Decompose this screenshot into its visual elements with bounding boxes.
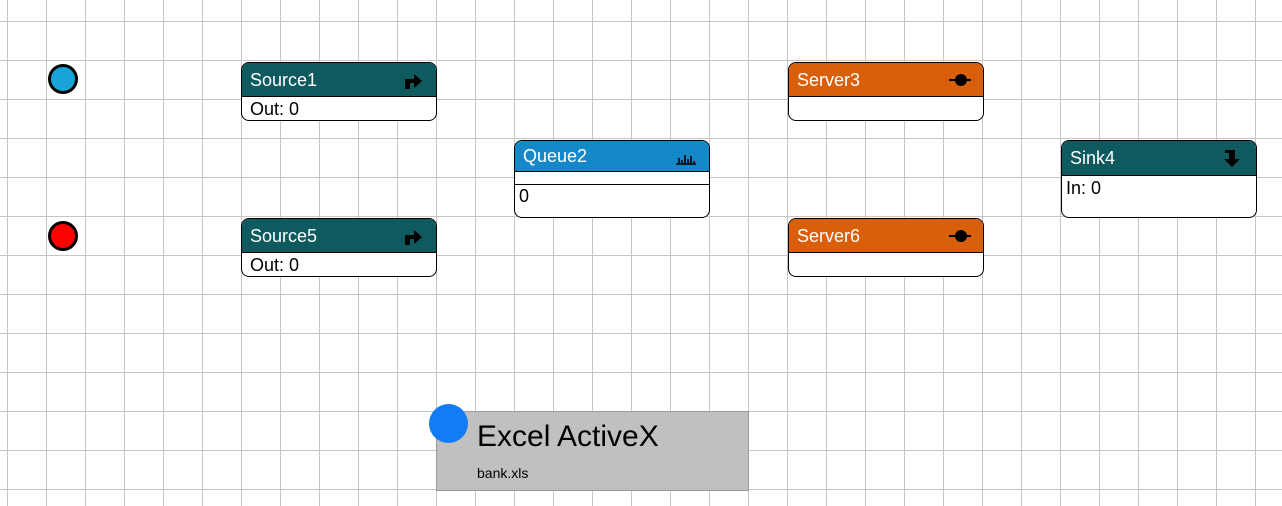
block-title: Source5 bbox=[250, 226, 318, 246]
server-dot-icon bbox=[949, 230, 971, 242]
source-arrow-icon bbox=[405, 74, 422, 89]
block-body: Out: 0 bbox=[250, 99, 300, 119]
block-source5[interactable]: Source5 Out: 0 bbox=[241, 218, 437, 277]
block-source1[interactable]: Source1 Out: 0 bbox=[241, 62, 437, 121]
status-circle-cyan[interactable] bbox=[48, 64, 78, 94]
server-dot-icon bbox=[949, 74, 971, 86]
block-header: Source5 bbox=[242, 219, 436, 253]
block-title: Server3 bbox=[797, 70, 861, 90]
block-queue2[interactable]: Queue2 0 bbox=[514, 140, 710, 218]
source-arrow-icon bbox=[405, 230, 422, 245]
block-body: In: 0 bbox=[1066, 178, 1102, 198]
sink-arrow-icon bbox=[1224, 150, 1240, 167]
block-header: Source1 bbox=[242, 63, 436, 97]
block-header: Server3 bbox=[789, 63, 983, 97]
block-server6[interactable]: Server6 bbox=[788, 218, 984, 277]
block-body: 0 bbox=[519, 186, 530, 206]
block-title: Sink4 bbox=[1070, 148, 1116, 168]
excel-status-dot[interactable] bbox=[429, 404, 468, 443]
excel-title: Excel ActiveX bbox=[477, 420, 659, 453]
block-title: Server6 bbox=[797, 226, 861, 246]
queue-icon bbox=[676, 155, 696, 165]
block-server3[interactable]: Server3 bbox=[788, 62, 984, 121]
status-circle-red[interactable] bbox=[48, 221, 78, 251]
excel-activex-block[interactable]: Excel ActiveX bank.xls bbox=[436, 411, 749, 491]
queue-divider bbox=[515, 172, 709, 185]
block-header: Queue2 bbox=[515, 141, 709, 172]
block-title: Queue2 bbox=[523, 146, 588, 166]
block-sink4[interactable]: Sink4 In: 0 bbox=[1061, 140, 1257, 218]
block-title: Source1 bbox=[250, 70, 318, 90]
block-header: Sink4 bbox=[1062, 141, 1256, 176]
block-body: Out: 0 bbox=[250, 255, 300, 275]
excel-filename: bank.xls bbox=[477, 465, 529, 481]
block-header: Server6 bbox=[789, 219, 983, 253]
